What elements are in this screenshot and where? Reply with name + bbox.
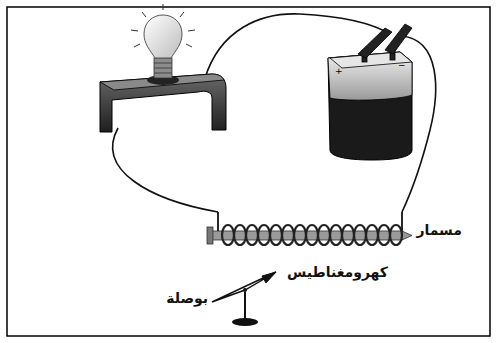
wires: [113, 14, 436, 212]
electromagnet: [207, 212, 412, 245]
compass: [212, 272, 276, 326]
light-bulb: [131, 4, 195, 78]
part-label: كهرومغناطيس: [287, 264, 388, 280]
frame: [7, 7, 490, 336]
lamp-holder: [100, 74, 226, 132]
svg-text:−: −: [398, 60, 406, 70]
part-label: مسمار: [416, 222, 462, 238]
battery: + −: [328, 24, 412, 160]
svg-text:+: +: [335, 66, 343, 76]
part-label: بوصلة: [166, 290, 208, 306]
